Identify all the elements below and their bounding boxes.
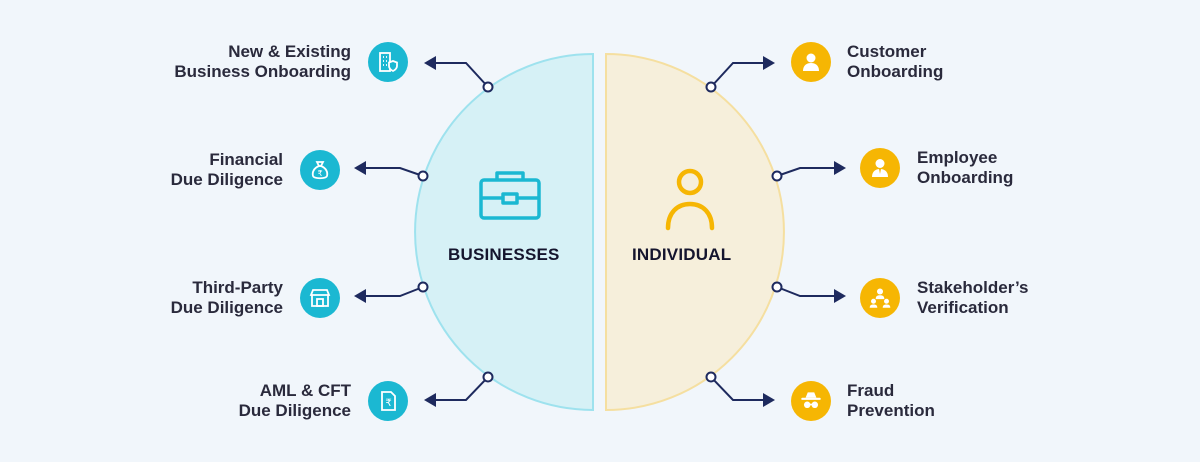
connector-node — [771, 170, 783, 182]
label-line: AML & CFT — [259, 381, 351, 400]
connector-node — [705, 371, 717, 383]
label-line: Fraud — [847, 381, 895, 400]
employee-onboarding-label: Employee Onboarding — [917, 148, 1013, 188]
businesses-half-circle — [414, 52, 594, 412]
left-connectors — [362, 62, 489, 401]
spy-icon — [791, 381, 831, 421]
individual-half-circle — [605, 52, 785, 412]
label-line: Financial — [209, 150, 283, 169]
right-connectors — [710, 62, 838, 401]
arrowhead — [424, 56, 436, 70]
label-line: Due Diligence — [170, 298, 283, 317]
briefcase-icon — [479, 171, 541, 220]
left-arrowheads — [354, 56, 436, 407]
svg-text:₹: ₹ — [317, 169, 322, 178]
connector-line — [432, 62, 489, 88]
label-line: Onboarding — [847, 62, 944, 81]
label-line: Customer — [847, 42, 927, 61]
aml-cft-due-diligence-label: AML & CFT Due Diligence — [239, 381, 351, 421]
connector-line — [776, 167, 838, 177]
label-line: Third-Party — [192, 278, 283, 297]
label-line: New & Existing — [228, 42, 351, 61]
person-icon — [665, 168, 715, 231]
group-icon — [860, 278, 900, 318]
customer-onboarding-label: Customer Onboarding — [847, 42, 943, 82]
label-line: Due Diligence — [238, 401, 351, 420]
right-nodes — [705, 81, 783, 383]
third-party-due-diligence-label: Third-Party Due Diligence — [171, 278, 283, 318]
stakeholder-verification-label: Stakeholder’s Verification — [917, 278, 1029, 318]
building-shield-icon — [368, 42, 408, 82]
connector-node — [417, 281, 429, 293]
business-onboarding-label: New & Existing Business Onboarding — [174, 42, 351, 82]
connector-node — [771, 281, 783, 293]
connector-node — [482, 371, 494, 383]
left-nodes — [417, 81, 494, 383]
arrowhead — [834, 161, 846, 175]
label-line: Employee — [917, 148, 998, 167]
label-line: Business Onboarding — [174, 62, 351, 81]
connector-line — [362, 286, 424, 297]
arrowhead — [763, 56, 775, 70]
connector-line — [432, 376, 489, 401]
svg-text:₹: ₹ — [385, 398, 391, 409]
connector-node — [417, 170, 429, 182]
connector-node — [705, 81, 717, 93]
right-arrowheads — [763, 56, 846, 407]
arrowhead — [424, 393, 436, 407]
fraud-prevention-label: Fraud Prevention — [847, 381, 935, 421]
arrowhead — [763, 393, 775, 407]
money-bag-icon: ₹ — [300, 150, 340, 190]
arrowhead — [354, 289, 366, 303]
connector-line — [776, 286, 838, 297]
label-line: Onboarding — [917, 168, 1014, 187]
employee-icon — [860, 148, 900, 188]
storefront-icon — [300, 278, 340, 318]
connector-line — [710, 62, 767, 88]
arrowhead — [354, 161, 366, 175]
user-icon — [791, 42, 831, 82]
financial-due-diligence-label: Financial Due Diligence — [171, 150, 283, 190]
connector-line — [710, 376, 767, 401]
label-line: Prevention — [847, 401, 935, 420]
individual-title: INDIVIDUAL — [632, 245, 732, 264]
rupee-document-icon: ₹ — [368, 381, 408, 421]
arrowhead — [834, 289, 846, 303]
label-line: Stakeholder’s — [917, 278, 1029, 297]
connector-line — [362, 167, 424, 177]
businesses-title: BUSINESSES — [448, 245, 560, 264]
label-line: Verification — [917, 298, 1009, 317]
label-line: Due Diligence — [170, 170, 283, 189]
connector-node — [482, 81, 494, 93]
